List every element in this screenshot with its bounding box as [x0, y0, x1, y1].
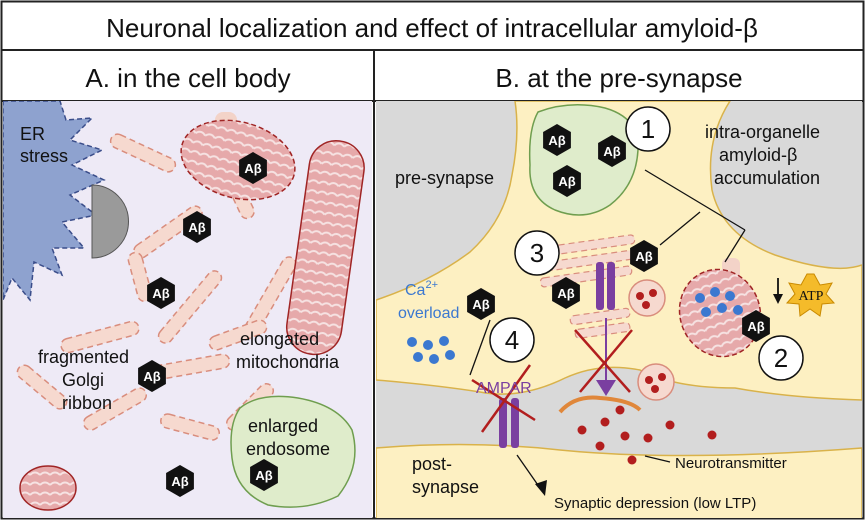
abeta-hexagon-9: Aβ: [553, 165, 581, 197]
mitochondria-label-line1: elongated: [240, 329, 319, 349]
svg-text:Aβ: Aβ: [244, 161, 261, 176]
er-label-line1: ER: [20, 124, 45, 144]
synaptic-vesicles: [628, 279, 675, 401]
mitochondrion-fragmented-top: [180, 112, 296, 201]
svg-text:Aβ: Aβ: [152, 286, 169, 301]
accumulation-label-line2: amyloid-β: [719, 145, 797, 165]
ampar-receptor: [499, 398, 519, 448]
abeta-hexagon-13: Aβ: [742, 310, 770, 342]
mitochondrion-small: [19, 465, 77, 511]
golgi-label-line2: Golgi: [62, 370, 104, 390]
abeta-hexagon-4: Aβ: [138, 360, 166, 392]
abeta-hexagon-11: Aβ: [552, 277, 580, 309]
svg-text:4: 4: [505, 325, 519, 355]
figure-title: Neuronal localization and effect of intr…: [106, 13, 758, 43]
calcium-ions-cytosol: [407, 336, 455, 364]
step-marker-1: 1: [625, 106, 671, 152]
step-marker-4: 4: [489, 317, 535, 363]
er-label-line2: stress: [20, 146, 68, 166]
abeta-hexagon-3: Aβ: [147, 277, 175, 309]
endosome-label-line1: enlarged: [248, 416, 318, 436]
panel-a-heading: A. in the cell body: [85, 63, 290, 93]
endosome-label-line2: endosome: [246, 439, 330, 459]
accumulation-label-line1: intra-organelle: [705, 122, 820, 142]
abeta-hexagon-10: Aβ: [630, 240, 658, 272]
ampar-label: AMPAR: [476, 380, 532, 397]
abeta-hexagon-7: Aβ: [543, 124, 571, 156]
svg-text:Aβ: Aβ: [255, 468, 272, 483]
abeta-hexagon-6: Aβ: [250, 459, 278, 491]
post-synapse-label-line2: synapse: [412, 477, 479, 497]
step-marker-3: 3: [514, 230, 560, 276]
svg-text:Aβ: Aβ: [603, 144, 620, 159]
svg-text:Aβ: Aβ: [747, 319, 764, 334]
mitochondrion-elongated: [285, 140, 365, 356]
pointer-lines: [469, 169, 746, 489]
atp-star-icon: [785, 273, 836, 317]
svg-text:Aβ: Aβ: [171, 474, 188, 489]
release-site: [558, 395, 642, 414]
accumulation-label-line3: accumulation: [714, 168, 820, 188]
synaptic-depression-label: Synaptic depression (low LTP): [554, 495, 756, 512]
abeta-hexagon-2: Aβ: [183, 211, 211, 243]
calcium-ions-mitochondrion: [695, 287, 743, 317]
post-synapse-shape: [376, 443, 862, 518]
svg-text:2: 2: [774, 343, 788, 373]
panel-b-heading: B. at the pre-synapse: [495, 63, 742, 93]
svg-text:Aβ: Aβ: [558, 174, 575, 189]
pre-synapse-label: pre-synapse: [395, 168, 494, 188]
abeta-hexagon-12: Aβ: [467, 288, 495, 320]
neurotransmitter-molecules: [577, 405, 717, 465]
post-synapse-label-line1: post-: [412, 454, 452, 474]
overload-label: overload: [398, 305, 459, 322]
svg-text:Aβ: Aβ: [143, 369, 160, 384]
mitochondria-label-line2: mitochondria: [236, 352, 340, 372]
step-marker-2: 2: [758, 335, 804, 381]
svg-text:Aβ: Aβ: [188, 220, 205, 235]
svg-text:Aβ: Aβ: [548, 133, 565, 148]
svg-text:1: 1: [641, 114, 655, 144]
calcium-channel: [596, 262, 615, 310]
golgi-label-line3: ribbon: [62, 393, 112, 413]
atp-label: ATP: [799, 289, 824, 304]
panel-a: ER stress elongated mitochond: [3, 101, 372, 518]
abeta-hexagon-1: Aβ: [239, 152, 267, 184]
golgi-label-line1: fragmented: [38, 347, 129, 367]
svg-text:3: 3: [530, 238, 544, 268]
nucleus-shape: [91, 184, 129, 259]
neurotransmitter-label: Neurotransmitter: [675, 455, 787, 472]
presynaptic-mitochondrion: [678, 258, 762, 358]
svg-text:Aβ: Aβ: [472, 297, 489, 312]
abeta-hexagon-5: Aβ: [166, 465, 194, 497]
abeta-hexagon-8: Aβ: [598, 135, 626, 167]
svg-text:Aβ: Aβ: [635, 249, 652, 264]
svg-text:Aβ: Aβ: [557, 286, 574, 301]
panel-b: ATP pre-synapse intra-organelle amyloid-…: [376, 101, 862, 518]
golgi-fragments: [16, 133, 297, 441]
calcium-label: Ca2+: [405, 279, 438, 299]
